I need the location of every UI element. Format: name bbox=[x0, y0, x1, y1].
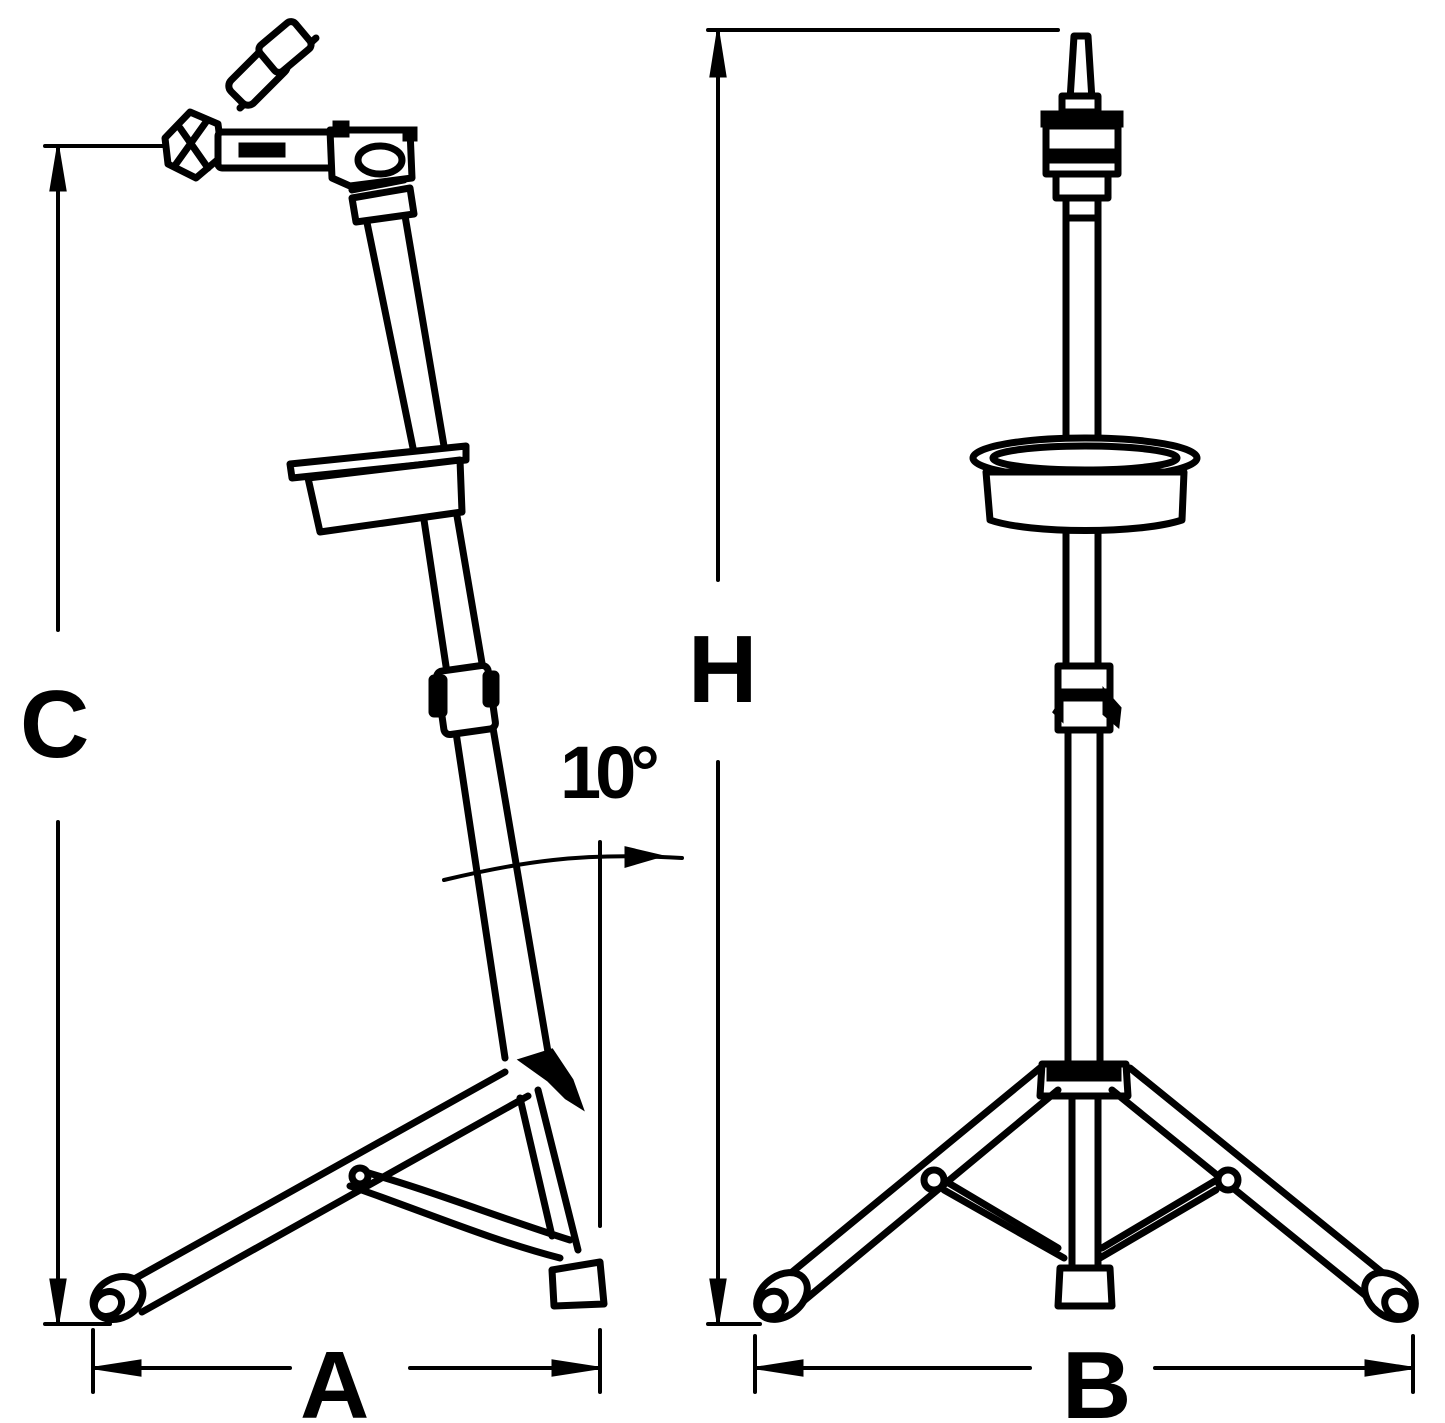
clamp-head bbox=[161, 18, 418, 194]
tool-tray-front bbox=[969, 434, 1201, 534]
height-collar-side bbox=[428, 661, 500, 739]
tool-tray-side bbox=[286, 442, 470, 536]
side-view: C A bbox=[20, 18, 684, 1423]
front-view: H B bbox=[688, 28, 1419, 1423]
angle-marker bbox=[442, 840, 684, 1228]
base-side bbox=[89, 1048, 608, 1323]
main-tube-side bbox=[348, 184, 552, 1062]
base-front bbox=[753, 1060, 1419, 1323]
dimension-a-line bbox=[91, 1328, 602, 1394]
dimension-h-label: H bbox=[688, 616, 757, 723]
height-collar-front bbox=[1052, 662, 1122, 734]
angle-label: 10° bbox=[560, 731, 657, 814]
dimension-b-line bbox=[753, 1334, 1415, 1394]
clamp-head-front bbox=[1040, 32, 1124, 222]
dimension-h-line bbox=[706, 28, 1060, 1326]
dimension-b-label: B bbox=[1062, 1332, 1131, 1423]
dimension-c-label: C bbox=[20, 671, 89, 778]
dimension-a-label: A bbox=[300, 1332, 369, 1423]
main-tube-front bbox=[1062, 214, 1104, 1274]
